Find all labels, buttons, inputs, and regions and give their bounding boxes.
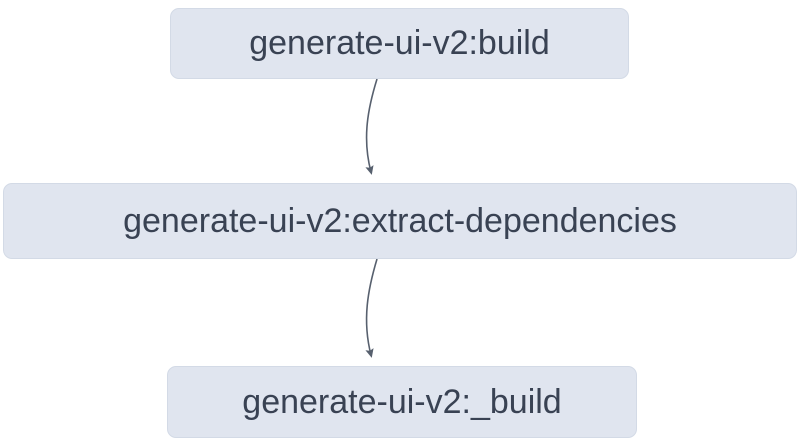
node-generate-ui-v2-build[interactable]: generate-ui-v2:build: [170, 8, 629, 79]
node-generate-ui-v2-extract-dependencies[interactable]: generate-ui-v2:extract-dependencies: [3, 183, 797, 259]
node-label: generate-ui-v2:extract-dependencies: [123, 201, 677, 240]
node-generate-ui-v2-underscore-build[interactable]: generate-ui-v2:_build: [167, 366, 637, 438]
edge-build-to-extract: [365, 78, 378, 175]
node-label: generate-ui-v2:_build: [242, 382, 562, 421]
node-label: generate-ui-v2:build: [249, 24, 550, 62]
edge-extract-to-underscore-build: [365, 258, 378, 358]
